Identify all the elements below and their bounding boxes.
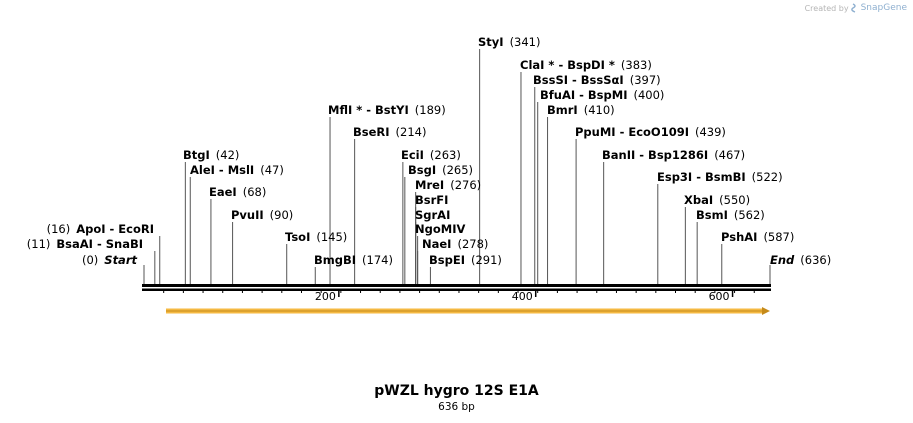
site-label: BseRI(214) [353,125,427,139]
site-label: (11)BsaAI - SnaBI [26,237,143,251]
backbone-bottom-strand [142,288,771,291]
site-label: BsmI(562) [696,208,765,222]
backbone-top-strand [142,284,771,287]
axis-tick-label: 400 [511,290,533,303]
site-label: (16)ApoI - EcoRI [46,222,154,236]
site-label: MreI(276) [415,178,482,192]
site-label: Esp3I - BsmBI(522) [657,170,783,184]
site-label: BmgBI(174) [314,253,393,267]
site-label: PpuMI - EcoO109I(439) [575,125,726,139]
site-label: BsgI(265) [408,163,474,177]
site-label: AleI - MslI(47) [190,163,284,177]
plasmid-length: 636 bp [438,401,475,413]
axis-tick-label: 600 [708,290,730,303]
credit-brand: SnapGene [860,3,907,13]
end-label: End(636) [770,253,832,267]
site-label: XbaI(550) [684,193,751,207]
site-label: EaeI(68) [209,185,267,199]
site-label: ClaI * - BspDI *(383) [520,58,652,72]
start-label: (0)Start [81,253,137,267]
site-label: BssSI - BssSαI(397) [533,73,661,87]
site-label: PvuII(90) [231,208,294,222]
site-label: NgoMIV [415,222,466,236]
site-label: BmrI(410) [547,103,615,117]
site-label: BsrFI [415,193,449,207]
snapgene-logo-icon [850,3,856,13]
site-label: TsoI(145) [285,230,348,244]
site-label: NaeI(278) [422,237,489,251]
site-label: BfuAI - BspMI(400) [540,88,665,102]
site-label: PshAI(587) [721,230,795,244]
site-label: BspEI(291) [429,253,502,267]
credit-prefix: Created by [804,3,849,13]
credit: Created by SnapGene [805,3,907,13]
site-label: MflI * - BstYI(189) [328,103,446,117]
site-label: BanII - Bsp1286I(467) [602,148,746,162]
site-label: BtgI(42) [183,148,240,162]
plasmid-title: pWZL hygro 12S E1A [374,383,539,399]
site-label: StyI(341) [478,35,541,49]
feature-arrowhead [762,307,770,315]
axis-tick-label: 200 [314,290,336,303]
site-label: SgrAI [415,208,451,222]
site-label: EciI(263) [401,148,461,162]
